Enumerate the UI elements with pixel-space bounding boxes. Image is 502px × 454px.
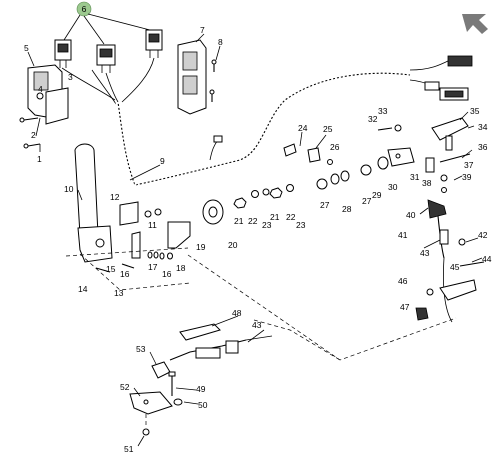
callout-15: 15 xyxy=(106,264,116,274)
callout-30: 30 xyxy=(388,182,398,192)
callout-28: 28 xyxy=(342,204,352,214)
callout-14: 14 xyxy=(78,284,88,294)
callout-22b: 22 xyxy=(286,212,296,222)
callout-2: 2 xyxy=(31,130,36,140)
callout-18: 18 xyxy=(176,263,186,273)
lower-cable-assembly xyxy=(169,323,273,361)
callout-8: 8 xyxy=(218,37,223,47)
callout-24: 24 xyxy=(298,123,308,133)
callout-4: 4 xyxy=(38,84,43,94)
plate-31 xyxy=(377,124,415,167)
callout-45: 45 xyxy=(450,262,460,272)
callout-53: 53 xyxy=(136,344,146,354)
callout-9: 9 xyxy=(160,156,165,166)
callout-52: 52 xyxy=(120,382,130,392)
cable-assembly-43 xyxy=(427,199,466,323)
callout-10: 10 xyxy=(64,184,74,194)
callout-7: 7 xyxy=(200,25,205,35)
bracket-34-35 xyxy=(431,117,469,151)
callout-46: 46 xyxy=(398,276,408,286)
callout-47: 47 xyxy=(400,302,410,312)
callout-21a: 21 xyxy=(234,216,244,226)
leader-lines xyxy=(27,33,483,447)
callout-13: 13 xyxy=(114,288,124,298)
callout-23b: 23 xyxy=(296,220,306,230)
bushings-27-30 xyxy=(316,156,389,190)
callout-32: 32 xyxy=(368,114,378,124)
arrow-back-icon[interactable] xyxy=(462,14,488,34)
callout-19: 19 xyxy=(196,242,206,252)
callout-37: 37 xyxy=(464,160,474,170)
clip-24-26 xyxy=(283,143,333,165)
control-lever-column xyxy=(74,143,113,263)
callout-1: 1 xyxy=(37,154,42,164)
callout-31: 31 xyxy=(410,172,420,182)
switch-assembly xyxy=(54,29,163,73)
callout-33: 33 xyxy=(378,106,388,116)
fasteners-21-23 xyxy=(233,184,294,209)
bracket-18 xyxy=(131,231,141,259)
callout-40: 40 xyxy=(406,210,416,220)
callout-25: 25 xyxy=(323,124,333,134)
callout-16b: 16 xyxy=(162,269,172,279)
dashed-guides xyxy=(65,247,457,361)
callout-39: 39 xyxy=(462,172,472,182)
callout-22a: 22 xyxy=(248,216,258,226)
callout-41: 41 xyxy=(398,230,408,240)
callout-44: 44 xyxy=(482,254,492,264)
bracket-52 xyxy=(129,371,183,436)
spiral-wire-harness xyxy=(115,70,411,188)
fitting-53 xyxy=(151,361,171,379)
bracket-45 xyxy=(415,261,485,321)
callout-17: 17 xyxy=(148,262,158,272)
bracket-12 xyxy=(119,201,162,226)
callout-27b: 27 xyxy=(362,196,372,206)
plate-19 xyxy=(167,221,191,249)
callout-badge-6: 6 xyxy=(76,1,92,17)
callout-36: 36 xyxy=(478,142,488,152)
callout-16a: 16 xyxy=(120,269,130,279)
screws-1-2 xyxy=(19,117,41,149)
linkage-36-39 xyxy=(425,153,471,193)
callout-42: 42 xyxy=(478,230,488,240)
callout-43b: 43 xyxy=(252,320,262,330)
callout-51: 51 xyxy=(124,444,134,454)
right-panel-bracket xyxy=(177,39,207,115)
callout-35: 35 xyxy=(470,106,480,116)
callout-50: 50 xyxy=(198,400,208,410)
callout-20: 20 xyxy=(228,240,238,250)
callout-3: 3 xyxy=(68,72,73,82)
callout-38: 38 xyxy=(422,178,432,188)
screws-8 xyxy=(209,59,217,102)
switch-wires xyxy=(61,57,155,105)
callout-34: 34 xyxy=(478,122,488,132)
callout-48: 48 xyxy=(232,308,242,318)
callout-12: 12 xyxy=(110,192,120,202)
callout-numbers: 1 2 3 4 5 7 8 9 10 11 12 13 14 15 16 16 … xyxy=(24,25,492,454)
harness-branch xyxy=(209,135,223,161)
badge-leaders xyxy=(63,13,151,45)
callout-29: 29 xyxy=(372,190,382,200)
callout-5: 5 xyxy=(24,43,29,53)
callout-23a: 23 xyxy=(262,220,272,230)
badge-label: 6 xyxy=(82,4,87,14)
left-panel-bracket xyxy=(27,64,69,125)
harness-connectors xyxy=(409,55,473,101)
disc-20 xyxy=(202,199,224,225)
callout-27a: 27 xyxy=(320,200,330,210)
callout-21b: 21 xyxy=(270,212,280,222)
callout-26: 26 xyxy=(330,142,340,152)
callout-11: 11 xyxy=(148,220,157,230)
callout-43a: 43 xyxy=(420,248,430,258)
callout-49: 49 xyxy=(196,384,206,394)
pins-washers-13-17 xyxy=(95,251,173,273)
